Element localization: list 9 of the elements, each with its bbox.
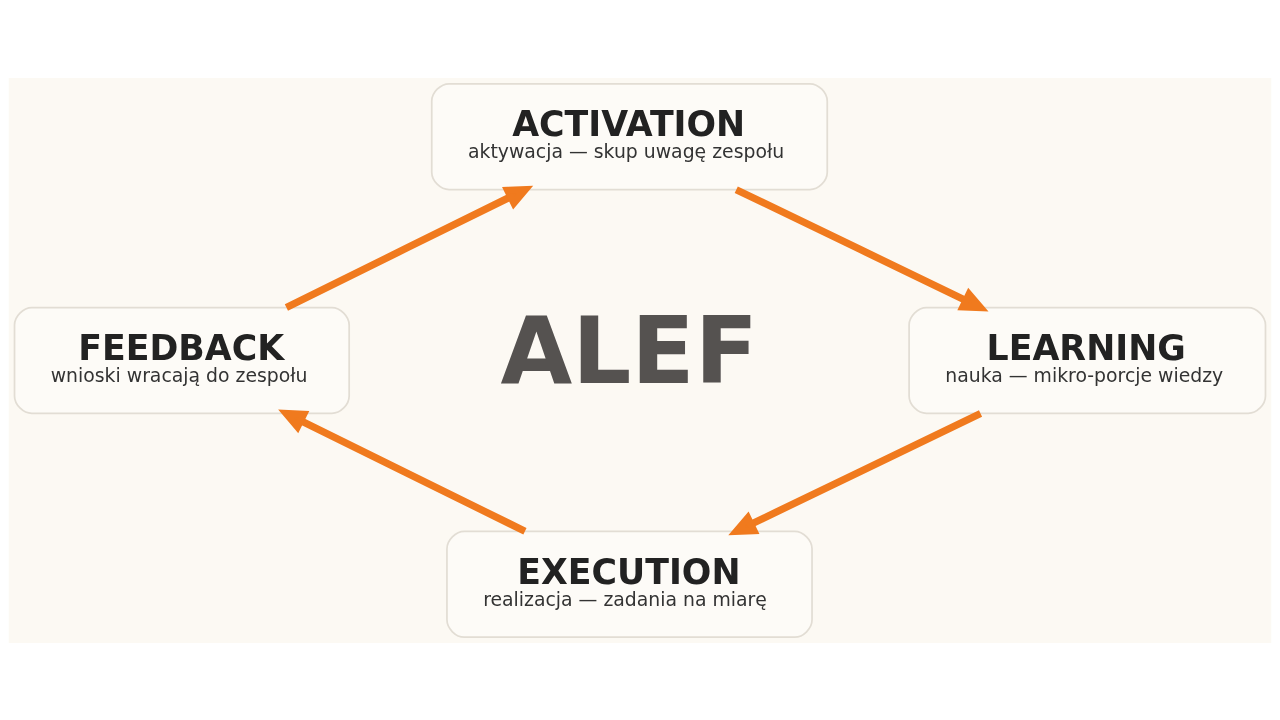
node-box: EXECUTION realizacja — zadania na miarę (446, 530, 813, 638)
arrow (734, 185, 989, 311)
arrow (728, 409, 983, 535)
node-box: ACTIVATION aktywacja — skup uwagę zespołu (430, 82, 829, 190)
node-box: LEARNING nauka — mikro-porcje wiedzy (908, 306, 1267, 414)
arrow (284, 185, 534, 311)
label: ALEF (500, 296, 759, 405)
node-box: FEEDBACK wnioski wracają do zespołu (13, 306, 351, 414)
arrow (278, 408, 527, 534)
